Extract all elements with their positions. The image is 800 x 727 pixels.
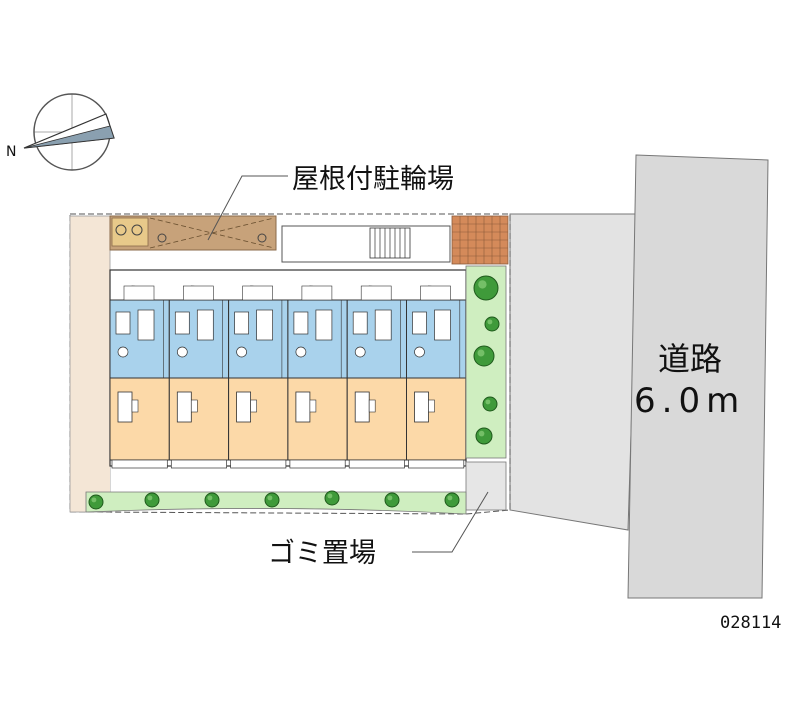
washer-icon <box>352 311 368 335</box>
washer-icon <box>412 311 427 335</box>
apartment-units <box>109 285 467 469</box>
toilet-icon <box>414 346 425 358</box>
chair-icon <box>191 399 198 413</box>
apartment-unit <box>406 285 467 469</box>
property-code: 028114 <box>720 613 781 633</box>
tree-icon <box>264 492 280 508</box>
bike-icon <box>115 224 127 236</box>
tree-icon <box>484 316 500 332</box>
tree-icon <box>144 492 160 508</box>
unit-entry <box>420 285 451 301</box>
tree-icon <box>88 494 104 510</box>
entry-block <box>281 225 451 263</box>
kitchen-icon <box>196 309 214 341</box>
kitchen-icon <box>374 309 392 341</box>
road <box>627 154 769 599</box>
washer-icon <box>293 311 309 335</box>
chair-icon <box>131 399 139 413</box>
hedge-trees <box>88 490 460 510</box>
chair-icon <box>428 399 435 413</box>
kitchen-icon <box>137 309 155 341</box>
bike-icon <box>131 224 143 236</box>
garden-trees-right <box>473 275 500 445</box>
washer-icon <box>174 311 190 335</box>
balcony <box>111 459 168 469</box>
tree-icon <box>475 427 493 445</box>
unit-entry <box>242 285 273 301</box>
compass-north-label: N <box>6 144 16 160</box>
apartment-unit <box>109 285 170 469</box>
kitchen-icon <box>434 309 451 341</box>
kitchen-icon <box>256 309 273 341</box>
tree-icon <box>482 396 498 412</box>
apartment-unit <box>168 285 230 469</box>
washer-icon <box>234 311 249 335</box>
apartment-unit <box>228 285 289 469</box>
tree-icon <box>384 492 400 508</box>
balcony <box>408 459 465 469</box>
bike-rack <box>111 217 149 247</box>
chair-icon <box>309 399 317 413</box>
desk-icon <box>354 391 370 423</box>
road-label: 道路 <box>658 340 722 378</box>
toilet-icon <box>295 346 307 358</box>
compass-icon: N <box>6 93 115 171</box>
tree-icon <box>324 490 340 506</box>
tree-icon <box>204 492 220 508</box>
bike-parking-label: 屋根付駐輪場 <box>292 164 454 195</box>
desk-icon <box>414 391 429 423</box>
parking-lot <box>509 213 639 531</box>
toilet-icon <box>236 346 247 358</box>
brick-grid <box>452 216 508 264</box>
desk-icon <box>176 391 192 423</box>
chair-icon <box>250 399 257 413</box>
chair-icon <box>368 399 376 413</box>
balcony <box>348 459 405 469</box>
desk-icon <box>295 391 311 423</box>
balcony <box>230 459 287 469</box>
garbage-area <box>465 461 507 511</box>
bike-icon <box>157 233 167 243</box>
desk-icon <box>236 391 252 423</box>
garbage-label: ゴミ置場 <box>268 538 376 569</box>
tree-icon <box>444 492 460 508</box>
apartment-unit <box>287 285 348 469</box>
bike-icon <box>257 233 267 243</box>
unit-entry <box>301 285 333 301</box>
toilet-icon <box>176 346 188 358</box>
walkway-left-inner <box>92 296 110 492</box>
balcony <box>289 459 346 469</box>
kitchen-icon <box>315 309 333 341</box>
toilet-icon <box>354 346 366 358</box>
tree-icon <box>473 275 499 301</box>
balcony <box>170 459 227 469</box>
unit-entry <box>123 285 155 301</box>
apartment-unit <box>346 285 408 469</box>
garbage-leader-line <box>412 491 489 553</box>
desk-icon <box>117 391 133 423</box>
stairs-steps <box>374 228 406 258</box>
unit-entry <box>183 285 214 301</box>
tree-icon <box>473 345 495 367</box>
unit-entry <box>360 285 392 301</box>
toilet-icon <box>117 346 129 358</box>
bike-parking-leader-line <box>207 175 288 241</box>
washer-icon <box>115 311 131 335</box>
road-width-label: 6.0m <box>634 381 745 421</box>
